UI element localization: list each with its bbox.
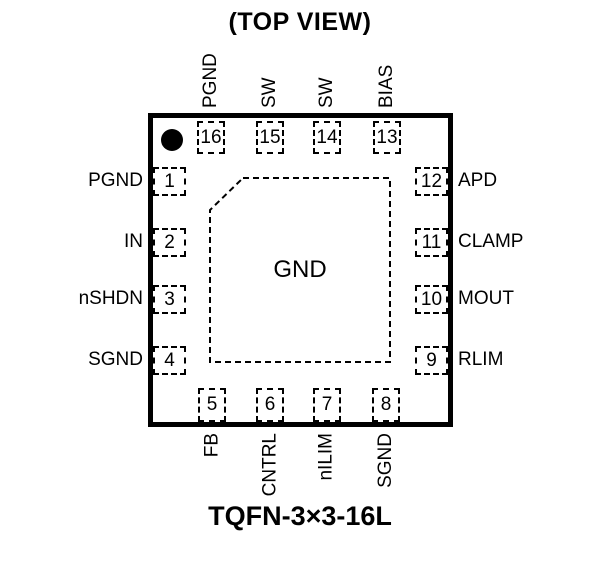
pin-11-box: 11 — [415, 228, 448, 257]
pin-3-number: 3 — [164, 288, 175, 310]
pin-5-box: 5 — [198, 388, 226, 422]
pin-15-box: 15 — [256, 121, 284, 154]
pin-12-number: 12 — [420, 170, 443, 192]
pin-14-label: SW — [316, 77, 337, 108]
pin-15-number: 15 — [259, 126, 281, 148]
pin-7-label: nILIM — [316, 433, 337, 481]
pin-4-number: 4 — [164, 349, 175, 371]
pin-7-number: 7 — [321, 394, 333, 415]
thermal-pad-label: GND — [273, 256, 327, 283]
pin-16-label: PGND — [200, 53, 221, 108]
pin-12-label: APD — [458, 170, 498, 191]
pin-2-number: 2 — [164, 231, 175, 253]
pin-8-number: 8 — [380, 394, 392, 415]
pin-13-box: 13 — [373, 121, 401, 154]
package-name: TQFN-3×3-16L — [208, 501, 392, 531]
pin-4-label: SGND — [88, 349, 143, 370]
pin-14-box: 14 — [313, 121, 341, 154]
pin-10-number: 10 — [420, 288, 443, 310]
pin-13-number: 13 — [376, 126, 398, 148]
pin-1-label: PGND — [88, 170, 143, 191]
pin-9-box: 9 — [415, 346, 448, 375]
pin-14-number: 14 — [316, 126, 338, 148]
pin-10-label: MOUT — [458, 288, 514, 309]
pin-7-box: 7 — [313, 388, 341, 422]
diagram-title: (TOP VIEW) — [228, 8, 372, 36]
pin-4-box: 4 — [153, 346, 186, 375]
pin-5-label: FB — [201, 433, 222, 458]
pin-11-label: CLAMP — [458, 231, 524, 252]
pin-6-label: CNTRL — [259, 433, 280, 497]
pin-3-box: 3 — [153, 285, 186, 314]
pin-1-number: 1 — [164, 170, 175, 192]
pin-5-number: 5 — [206, 394, 218, 415]
pin-10-box: 10 — [415, 285, 448, 314]
pin-6-box: 6 — [256, 388, 284, 422]
pin-12-box: 12 — [415, 167, 448, 196]
pin-9-label: RLIM — [458, 349, 504, 370]
pin-1-indicator-dot — [161, 129, 183, 151]
pin-8-box: 8 — [372, 388, 400, 422]
pin-11-number: 11 — [421, 231, 442, 253]
pin-16-box: 16 — [197, 121, 225, 154]
pin-3-label: nSHDN — [78, 288, 143, 309]
pin-9-number: 9 — [426, 349, 437, 371]
pin-2-label: IN — [124, 231, 143, 252]
pin-6-number: 6 — [264, 394, 276, 415]
pin-1-box: 1 — [153, 167, 186, 196]
pin-8-label: SGND — [375, 433, 396, 488]
pin-13-label: BIAS — [376, 64, 397, 108]
pin-16-number: 16 — [200, 126, 222, 148]
pin-15-label: SW — [259, 77, 280, 108]
pin-2-box: 2 — [153, 228, 186, 257]
